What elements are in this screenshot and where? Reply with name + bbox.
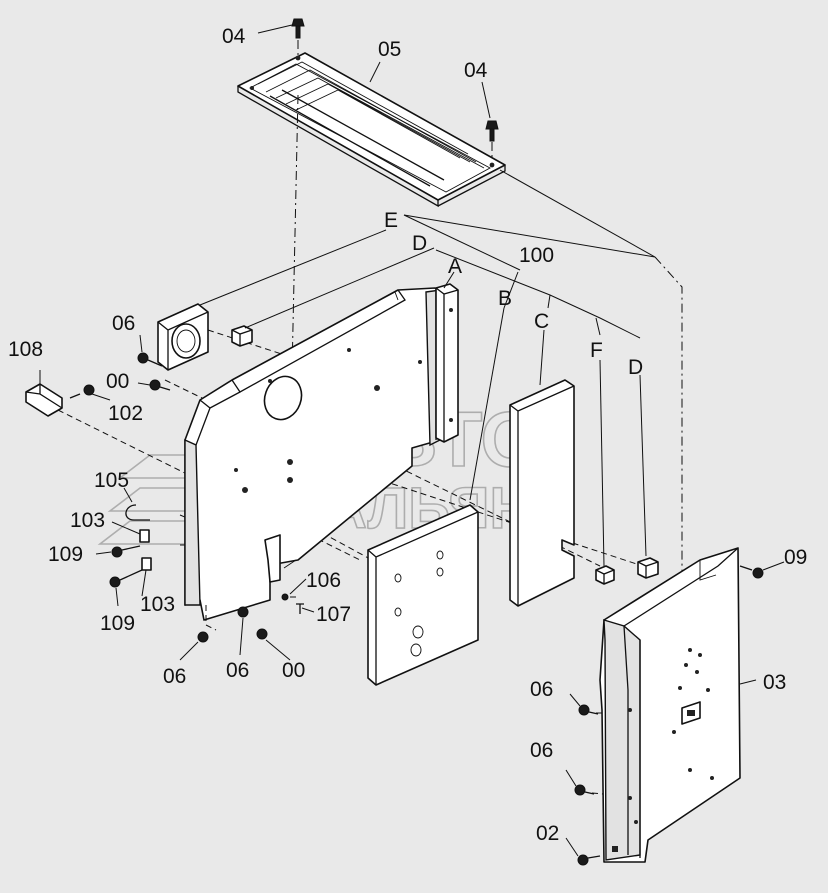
small-block-part <box>231 325 253 347</box>
washer-106-icon <box>281 593 289 601</box>
clip-108-icon <box>25 383 63 417</box>
bolt-09-icon <box>739 565 764 579</box>
hidden-edge-line <box>205 605 217 631</box>
bolt-102-icon <box>69 384 95 399</box>
bolt-06-lower-mid-icon <box>237 606 249 618</box>
nut-00-lower-icon <box>256 628 268 640</box>
label-04-top-left: 04 <box>222 25 246 48</box>
label-06-right-upper: 06 <box>530 678 553 701</box>
label-102: 102 <box>108 402 143 425</box>
bolt-04-right-icon <box>485 120 499 142</box>
label-05: 05 <box>378 38 401 61</box>
label-06-lower-mid: 06 <box>226 659 249 682</box>
spring-105-icon <box>125 504 150 521</box>
callout-labels: 04 05 04 E D A 100 B C F D 108 06 00 102… <box>8 25 807 845</box>
label-106: 106 <box>306 569 341 592</box>
bolt-109-lower-icon <box>109 569 143 588</box>
gasket-d-part <box>157 303 209 371</box>
label-e: E <box>384 209 398 232</box>
clip-103-upper-icon <box>139 529 150 543</box>
label-06-right-lower: 06 <box>530 739 553 762</box>
leader-lines <box>39 24 785 857</box>
bolt-109-upper-icon <box>111 545 141 558</box>
bolt-06-upper-icon <box>137 352 163 367</box>
bolt-06-right-upper-icon <box>578 704 599 716</box>
label-04-top-right: 04 <box>464 59 488 82</box>
label-09: 09 <box>784 546 807 569</box>
label-105: 105 <box>94 469 129 492</box>
pad-f-part <box>595 565 615 585</box>
label-d-lower: D <box>628 356 643 379</box>
insulation-c-part <box>509 379 575 607</box>
label-b: B <box>498 287 512 310</box>
label-c: C <box>534 310 549 333</box>
bolt-04-left-icon <box>291 18 305 39</box>
label-06-lower-left: 06 <box>163 665 186 688</box>
label-107: 107 <box>316 603 351 626</box>
right-panel-part <box>599 547 741 863</box>
label-103-lower: 103 <box>140 593 175 616</box>
label-d-upper: D <box>412 232 427 255</box>
label-02: 02 <box>536 822 559 845</box>
label-109-upper: 109 <box>48 543 83 566</box>
label-a: A <box>448 255 462 278</box>
bracket-part <box>435 283 459 443</box>
label-109-lower: 109 <box>100 612 135 635</box>
label-00-upper: 00 <box>106 370 129 393</box>
label-03: 03 <box>763 671 786 694</box>
label-00-lower: 00 <box>282 659 305 682</box>
bolt-06-right-lower-icon <box>574 784 595 796</box>
top-grille-part <box>237 52 506 208</box>
label-06-upper: 06 <box>112 312 135 335</box>
label-103-upper: 103 <box>70 509 105 532</box>
insulation-b-part <box>367 504 479 686</box>
bolt-06-lower-left-icon <box>197 631 209 643</box>
pin-107-icon <box>296 603 304 614</box>
label-f: F <box>590 339 603 362</box>
bolt-02-icon <box>577 854 601 866</box>
clip-103-lower-icon <box>141 557 152 571</box>
pad-d-part <box>637 557 659 579</box>
label-100: 100 <box>519 244 554 267</box>
label-108: 108 <box>8 338 43 361</box>
